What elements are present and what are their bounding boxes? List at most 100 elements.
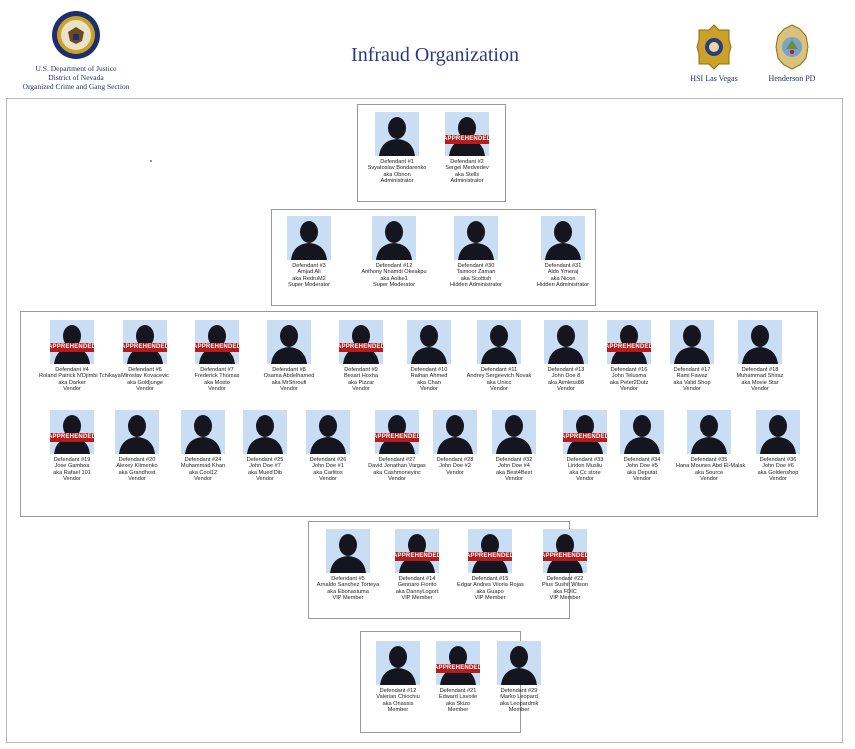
defendant-number: Defendant #35 <box>690 457 728 463</box>
defendant-detail: Jose Gamboa <box>54 463 90 470</box>
defendant-detail: Member <box>508 707 530 714</box>
silhouette-icon <box>181 410 225 454</box>
defendant-detail: Vendor <box>751 386 769 393</box>
defendant-detail: aka Nicon <box>550 275 576 282</box>
henderson-badge: Henderson PD <box>752 24 832 83</box>
defendant-detail: Hana Mounes Abd El-Malak <box>676 463 746 470</box>
henderson-pd-badge-icon <box>775 24 809 70</box>
defendant-detail: aka MrShroufi <box>271 379 307 386</box>
defendant-detail: Vendor <box>633 476 651 483</box>
defendant-detail: Vendor <box>136 386 154 393</box>
defendant-detail: aka Mosto <box>204 379 230 386</box>
silhouette-icon <box>267 320 311 364</box>
defendant-detail: aka Movie Star <box>741 379 779 386</box>
defendant-detail: Raihan Ahmed <box>410 373 448 380</box>
defendant-detail: aka Aimless88 <box>547 379 585 386</box>
defendant-detail: Vendor <box>769 476 787 483</box>
defendant-number: Defendant #28 <box>436 457 474 463</box>
defendant-detail: aka Mued'Dib <box>247 469 283 476</box>
defendant-number: Defendant #12 <box>379 688 417 694</box>
silhouette-icon <box>738 320 782 364</box>
defendant-detail: Hidden Administrator <box>450 282 502 289</box>
defendant-detail: Pius Sushil Wilson <box>541 582 588 589</box>
silhouette-icon <box>620 410 664 454</box>
defendant-detail: aka Darker <box>58 379 86 386</box>
silhouette-icon <box>375 112 419 156</box>
silhouette-icon: APPREHENDED <box>123 320 167 364</box>
defendant-detail: aka Goldjunge <box>126 379 164 386</box>
silhouette-icon: APPREHENDED <box>468 529 512 573</box>
silhouette-icon <box>544 320 588 364</box>
silhouette-icon: APPREHENDED <box>607 320 651 364</box>
defendant-detail: John Telusma <box>611 373 647 380</box>
silhouette-icon: APPREHENDED <box>395 529 439 573</box>
silhouette-icon <box>756 410 800 454</box>
defendant-detail: aka Aolke1 <box>380 275 408 282</box>
silhouette-icon <box>670 320 714 364</box>
defendant-number: Defendant #18 <box>741 367 779 373</box>
defendant-number: Defendant #10 <box>410 367 448 373</box>
doj-header: U.S. Department of Justice District of N… <box>6 10 146 91</box>
defendant-detail: Vendor <box>352 386 370 393</box>
silhouette-icon: APPREHENDED <box>543 529 587 573</box>
defendant-number: Defendant #11 <box>480 367 518 373</box>
defendant-detail: Edgar Andres Viloria Rojas <box>457 582 524 589</box>
defendant-detail: aka Obnon <box>383 171 411 178</box>
silhouette-icon: APPREHENDED <box>339 320 383 364</box>
doj-line-3: Organized Crime and Gang Section <box>22 82 130 91</box>
defendant-detail: Vendor <box>128 476 146 483</box>
apprehended-stamp: APPREHENDED <box>339 343 383 352</box>
defendant-detail: aka Grandhost <box>118 469 156 476</box>
defendant-detail: Andrey Sergeevich Novak <box>466 373 532 380</box>
defendant-detail: Vendor <box>63 476 81 483</box>
defendant-detail: Besart Hoxha <box>344 373 378 380</box>
defendant-detail: John Doe #6 <box>762 463 794 470</box>
defendant-detail: Muhammad Khan <box>180 463 226 470</box>
defendant-detail: aka Stells <box>454 171 480 178</box>
defendant-detail: Miroslav Kovacevic <box>121 373 169 380</box>
defendant-number: Defendant #26 <box>309 457 347 463</box>
defendant-number: Defendant #6 <box>128 367 162 373</box>
defendant-detail: Super Moderator <box>373 282 415 289</box>
silhouette-icon <box>372 216 416 260</box>
defendant-number: Defendant #34 <box>623 457 661 463</box>
defendant-detail: Vendor <box>280 386 298 393</box>
defendant-detail: aka Cashmoneyinc <box>373 469 421 476</box>
defendant-detail: Aldo Ymeraj <box>547 269 579 276</box>
defendant-detail: aka Peter2Dutz <box>609 379 649 386</box>
defendant-detail: aka Chan <box>417 379 441 386</box>
defendant-number: Defendant #2 <box>450 159 484 165</box>
silhouette-icon: APPREHENDED <box>50 410 94 454</box>
defendant-detail: Vendor <box>683 386 701 393</box>
defendant-detail: Vendor <box>446 469 464 476</box>
defendant-number: Defendant #25 <box>246 457 284 463</box>
defendant-detail: Member <box>447 707 469 714</box>
defendant-detail: Vendor <box>490 386 508 393</box>
defendant-number: Defendant #1 <box>380 159 414 165</box>
defendant-detail: aka Deputat <box>626 469 658 476</box>
defendant-detail: aka Source <box>694 469 724 476</box>
defendant-detail: VIP Member <box>332 595 364 602</box>
defendant-detail: aka Guapo <box>476 588 504 595</box>
defendant-detail: Marko Leopard <box>500 694 538 701</box>
silhouette-icon <box>243 410 287 454</box>
apprehended-stamp: APPREHENDED <box>445 135 489 144</box>
defendant-detail: aka Unicc <box>486 379 512 386</box>
silhouette-icon: APPREHENDED <box>436 641 480 685</box>
defendant-detail: Muhammad Shiraz <box>736 373 784 380</box>
